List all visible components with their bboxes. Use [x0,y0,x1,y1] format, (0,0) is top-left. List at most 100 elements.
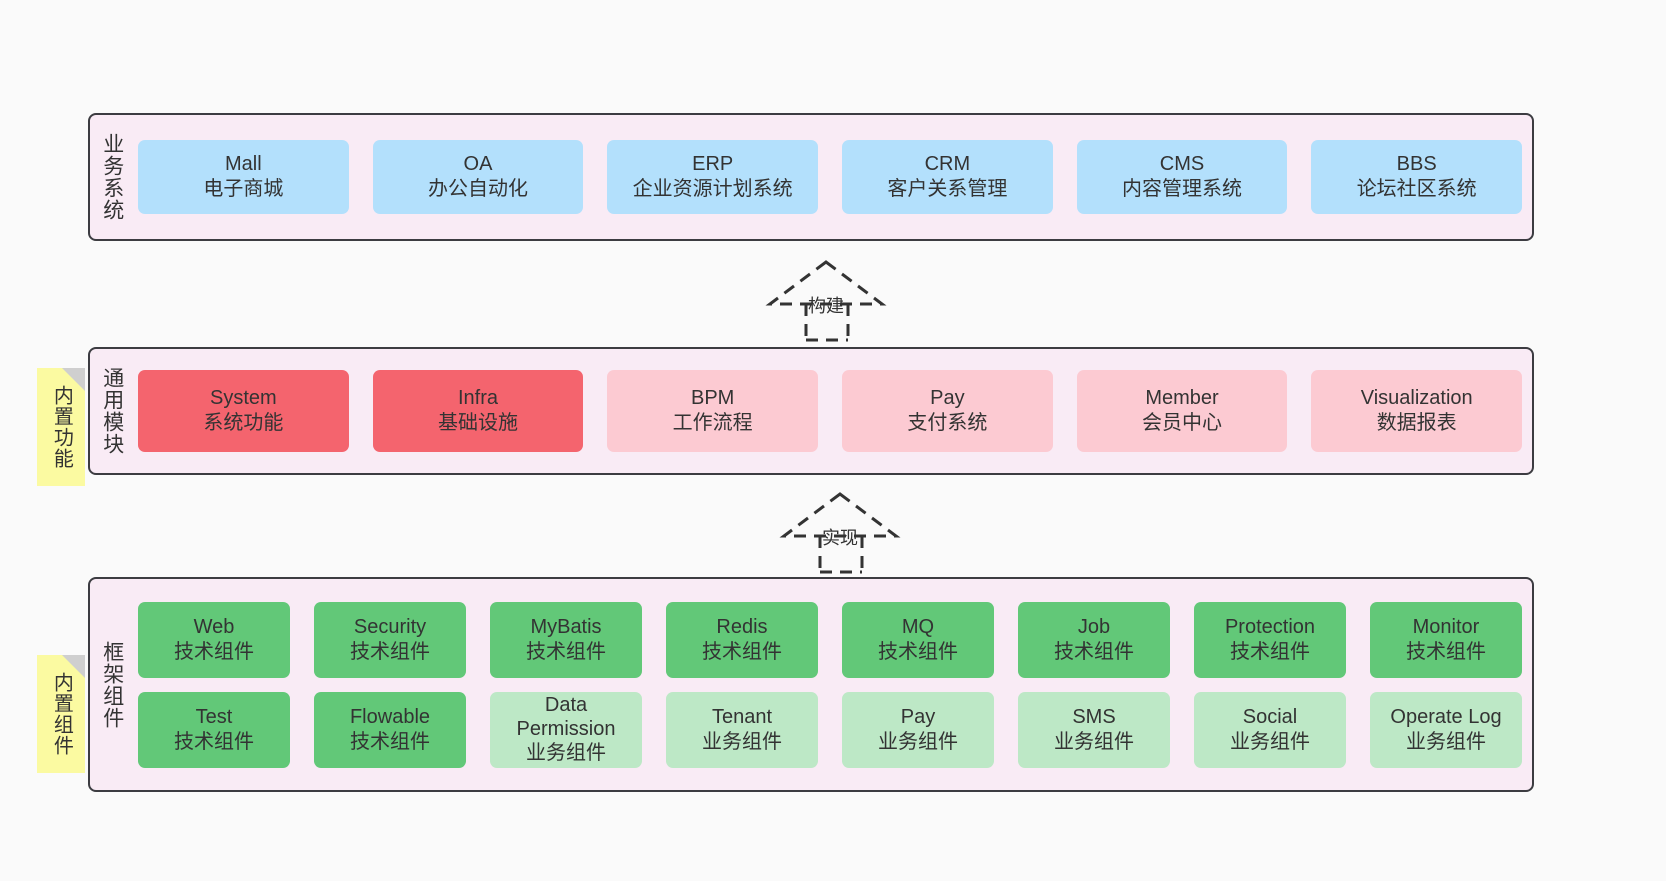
card-desc: 电子商城 [203,178,284,200]
card-erp[interactable]: ERP 企业资源计划系统 [607,140,819,214]
card-crm[interactable]: CRM 客户关系管理 [842,140,1053,214]
layer-business-body: Mall 电子商城 OA 办公自动化 ERP 企业资源计划系统 CRM 客户关系管理 CMS 内容… [134,115,1532,239]
card-desc: 技术组件 [1230,640,1310,663]
card-name: Visualization [1360,387,1473,409]
card-name: Operate Log [1390,705,1502,728]
card-name: Web [193,615,235,638]
note-fold-corner [62,368,85,391]
connector-implement-label: 实现 [822,528,858,548]
card-desc: 业务组件 [526,742,606,764]
card-member[interactable]: Member 会员中心 [1076,370,1288,452]
card-name: OA [463,153,493,175]
card-desc: 业务组件 [1230,730,1310,753]
card-desc: 技术组件 [350,730,430,753]
card-name: Data Permission [516,694,616,740]
card-name: Pay [930,387,965,409]
card-desc: 技术组件 [526,640,606,663]
card-name: BPM [691,387,735,409]
card-name: Member [1145,387,1219,409]
card-name: Mall [225,153,262,175]
card-name: CRM [924,153,971,175]
card-desc: 业务组件 [1406,730,1486,753]
card-name: Test [195,705,233,728]
connector-implement: 实现 [770,488,910,574]
card-name: Job [1077,615,1111,638]
card-name: MyBatis [530,615,602,638]
card-cms[interactable]: CMS 内容管理系统 [1076,140,1288,214]
note-builtin-features-label: 内置功能 [50,385,73,469]
card-name: ERP [692,153,734,175]
card-desc: 系统功能 [203,412,284,434]
card-bpm[interactable]: BPM 工作流程 [607,370,819,452]
card-name: SMS [1072,705,1116,728]
card-name: Monitor [1412,615,1480,638]
note-builtin-features: 内置功能 [37,368,85,486]
card-oa[interactable]: OA 办公自动化 [372,140,584,214]
card-desc: 工作流程 [672,412,753,434]
card-name: Tenant [711,705,773,728]
card-desc: 技术组件 [1406,640,1486,663]
card-name: Social [1242,705,1298,728]
card-desc: 会员中心 [1142,412,1223,434]
card-name: Infra [457,387,499,409]
card-name: Security [353,615,427,638]
card-infra[interactable]: Infra 基础设施 [372,370,584,452]
card-pay[interactable]: Pay 支付系统 [842,370,1053,452]
card-desc: 基础设施 [438,412,518,434]
card-mall[interactable]: Mall 电子商城 [138,140,349,214]
card-desc: 技术组件 [174,640,254,663]
card-desc: 技术组件 [174,730,254,753]
card-desc: 企业资源计划系统 [632,178,793,200]
layer-framework-title: 框架组件 [100,640,124,729]
card-desc: 业务组件 [878,730,958,753]
card-name: CMS [1159,153,1205,175]
card-desc: 客户关系管理 [887,178,1008,200]
card-name: Pay [900,705,936,728]
layer-modules-title: 通用模块 [100,367,124,455]
connector-build-label: 构建 [808,296,844,316]
connector-build: 构建 [756,256,896,342]
connector-build-arrow [765,260,887,342]
note-builtin-components: 内置组件 [37,655,85,773]
card-name: Flowable [349,705,431,728]
card-desc: 内容管理系统 [1122,178,1243,200]
card-name: Protection [1224,615,1316,638]
card-desc: 数据报表 [1376,412,1457,434]
card-desc: 技术组件 [350,640,430,663]
card-visualization[interactable]: Visualization 数据报表 [1311,370,1523,452]
connector-implement-arrow [779,492,901,574]
layer-business-title: 业务系统 [100,133,124,221]
card-desc: 支付系统 [907,412,988,434]
card-name: BBS [1396,153,1437,175]
card-desc: 技术组件 [878,640,958,663]
card-name: Redis [716,615,768,638]
card-desc: 办公自动化 [428,178,528,200]
card-desc: 技术组件 [1054,640,1134,663]
